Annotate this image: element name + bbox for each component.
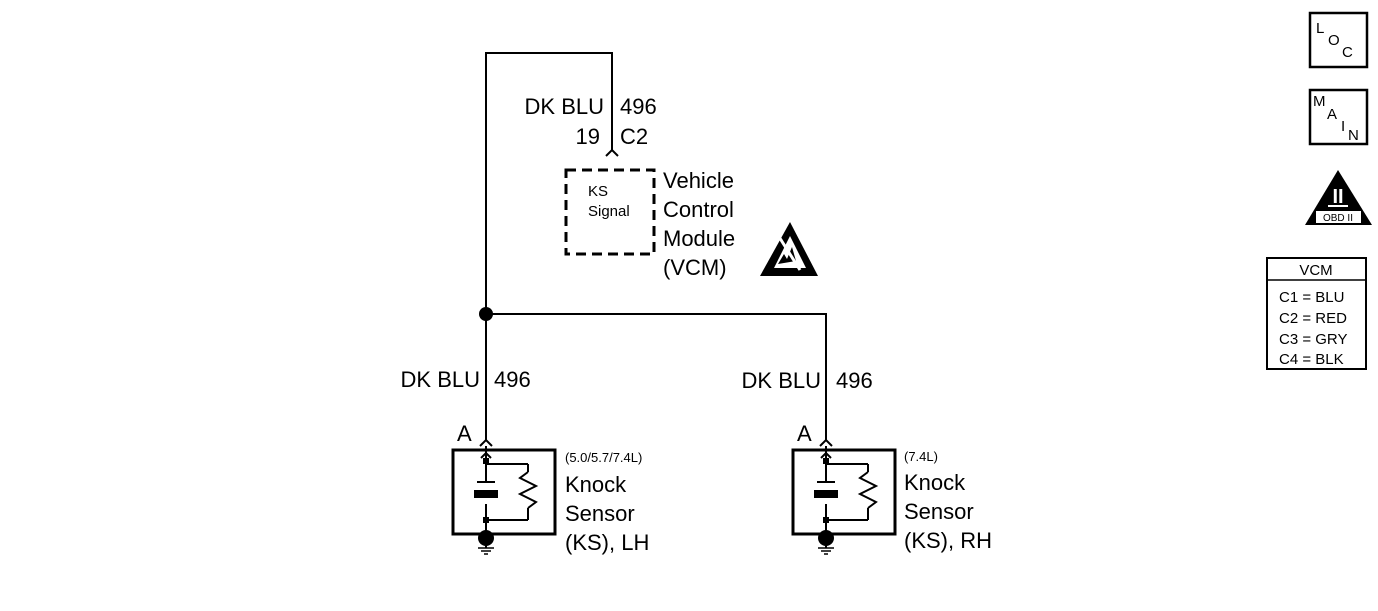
obd-ii-icon[interactable]: II OBD II bbox=[1305, 170, 1372, 225]
loc-letter-3: C bbox=[1342, 44, 1353, 61]
right-wire-circuit: 496 bbox=[836, 368, 873, 393]
right-wire-color: DK BLU bbox=[742, 368, 821, 393]
vcm-internal-label-1: KS bbox=[588, 183, 608, 200]
legend-row-2: C2 = RED bbox=[1279, 310, 1347, 327]
left-sensor-box bbox=[451, 448, 557, 536]
top-wire-connector: C2 bbox=[620, 124, 648, 149]
vcm-name-line-2: Control bbox=[663, 197, 734, 222]
right-engine-note: (7.4L) bbox=[904, 449, 938, 464]
right-sensor-symbol bbox=[814, 446, 879, 540]
loc-letter-1: L bbox=[1316, 20, 1324, 37]
left-engine-note: (5.0/5.7/7.4L) bbox=[565, 450, 642, 465]
vcm-connector-chevron bbox=[605, 148, 619, 157]
vcm-internal-label-2: Signal bbox=[588, 203, 630, 220]
left-sensor-name-2: Sensor bbox=[565, 501, 635, 526]
left-pin-label: A bbox=[457, 421, 472, 446]
top-wire-pin: 19 bbox=[576, 124, 600, 149]
vcm-name-line-1: Vehicle bbox=[663, 168, 734, 193]
left-sensor-name-1: Knock bbox=[565, 472, 627, 497]
right-sensor-name-3: (KS), RH bbox=[904, 528, 992, 553]
left-wire-circuit: 496 bbox=[494, 367, 531, 392]
crystal-icon bbox=[474, 490, 498, 498]
obd-numeral: II bbox=[1332, 186, 1343, 208]
loc-letter-2: O bbox=[1328, 32, 1340, 49]
vcm-name-line-4: (VCM) bbox=[663, 255, 727, 280]
top-wire-circuit: 496 bbox=[620, 94, 657, 119]
resistor-icon bbox=[857, 471, 879, 509]
right-sensor-box bbox=[791, 448, 897, 536]
right-sensor-name-1: Knock bbox=[904, 470, 966, 495]
left-sensor-name-3: (KS), LH bbox=[565, 530, 649, 555]
main-icon[interactable]: M A I N bbox=[1308, 88, 1369, 146]
legend-title: VCM bbox=[1299, 262, 1332, 279]
left-wire-color: DK BLU bbox=[401, 367, 480, 392]
crystal-icon bbox=[814, 490, 838, 498]
right-pin-label: A bbox=[797, 421, 812, 446]
obd-label: OBD II bbox=[1323, 213, 1353, 224]
legend-row-1: C1 = BLU bbox=[1279, 289, 1344, 306]
wire-right-branch bbox=[486, 313, 827, 440]
legend-row-3: C3 = GRY bbox=[1279, 331, 1348, 348]
right-sensor-name-2: Sensor bbox=[904, 499, 974, 524]
esd-warning-icon bbox=[760, 222, 818, 276]
loc-icon[interactable]: L O C bbox=[1308, 11, 1369, 69]
wires bbox=[485, 52, 827, 440]
legend-row-4: C4 = BLK bbox=[1279, 351, 1344, 368]
top-wire-color: DK BLU bbox=[525, 94, 604, 119]
left-sensor-symbol bbox=[474, 446, 539, 540]
main-letter-4: N bbox=[1348, 127, 1359, 144]
wire-top-loop bbox=[485, 52, 613, 440]
ground-icon bbox=[478, 530, 494, 555]
ground-icon bbox=[818, 530, 834, 555]
main-letter-1: M bbox=[1313, 93, 1326, 110]
left-connector-chevron bbox=[479, 438, 493, 447]
vcm-name-line-3: Module bbox=[663, 226, 735, 251]
resistor-icon bbox=[517, 471, 539, 509]
vcm-module-box bbox=[564, 168, 656, 256]
vcm-connector-legend: VCM C1 = BLU C2 = RED C3 = GRY C4 = BLK bbox=[1266, 257, 1367, 370]
main-letter-3: I bbox=[1341, 118, 1345, 135]
splice-node bbox=[479, 307, 493, 321]
main-letter-2: A bbox=[1327, 106, 1337, 123]
right-connector-chevron bbox=[819, 438, 833, 447]
